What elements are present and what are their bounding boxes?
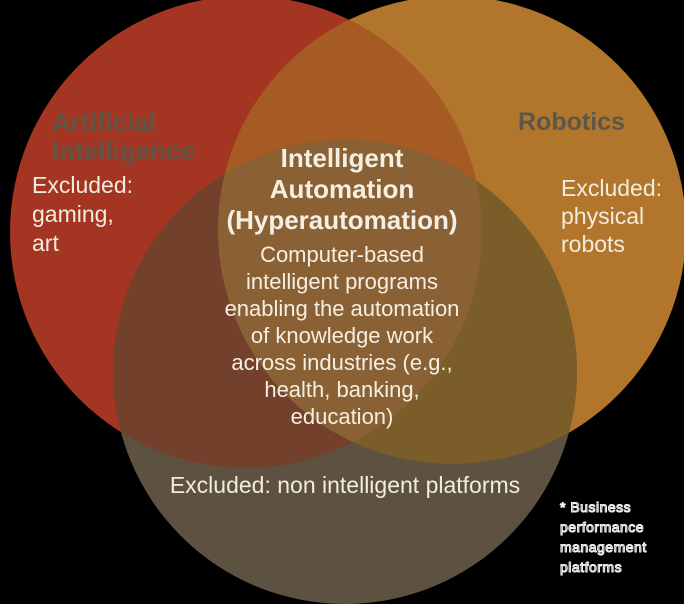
ai-excluded-note: Excluded: gaming, art [32, 172, 134, 256]
center-title: Intelligent Automation (Hyperautomation) [226, 143, 458, 235]
business-platforms-footnote: * Business performance management platfo… [560, 499, 647, 576]
robotics-circle-label: Robotics [518, 108, 625, 136]
center-overlap [218, 140, 482, 464]
robotics-excluded-note: Excluded: physical robots [561, 175, 663, 257]
ai-circle-label: Artificial Intelligence [52, 107, 196, 166]
platforms-excluded-note: Excluded: non intelligent platforms [169, 472, 521, 498]
center-description: Computer-based intelligent programs enab… [224, 242, 460, 429]
